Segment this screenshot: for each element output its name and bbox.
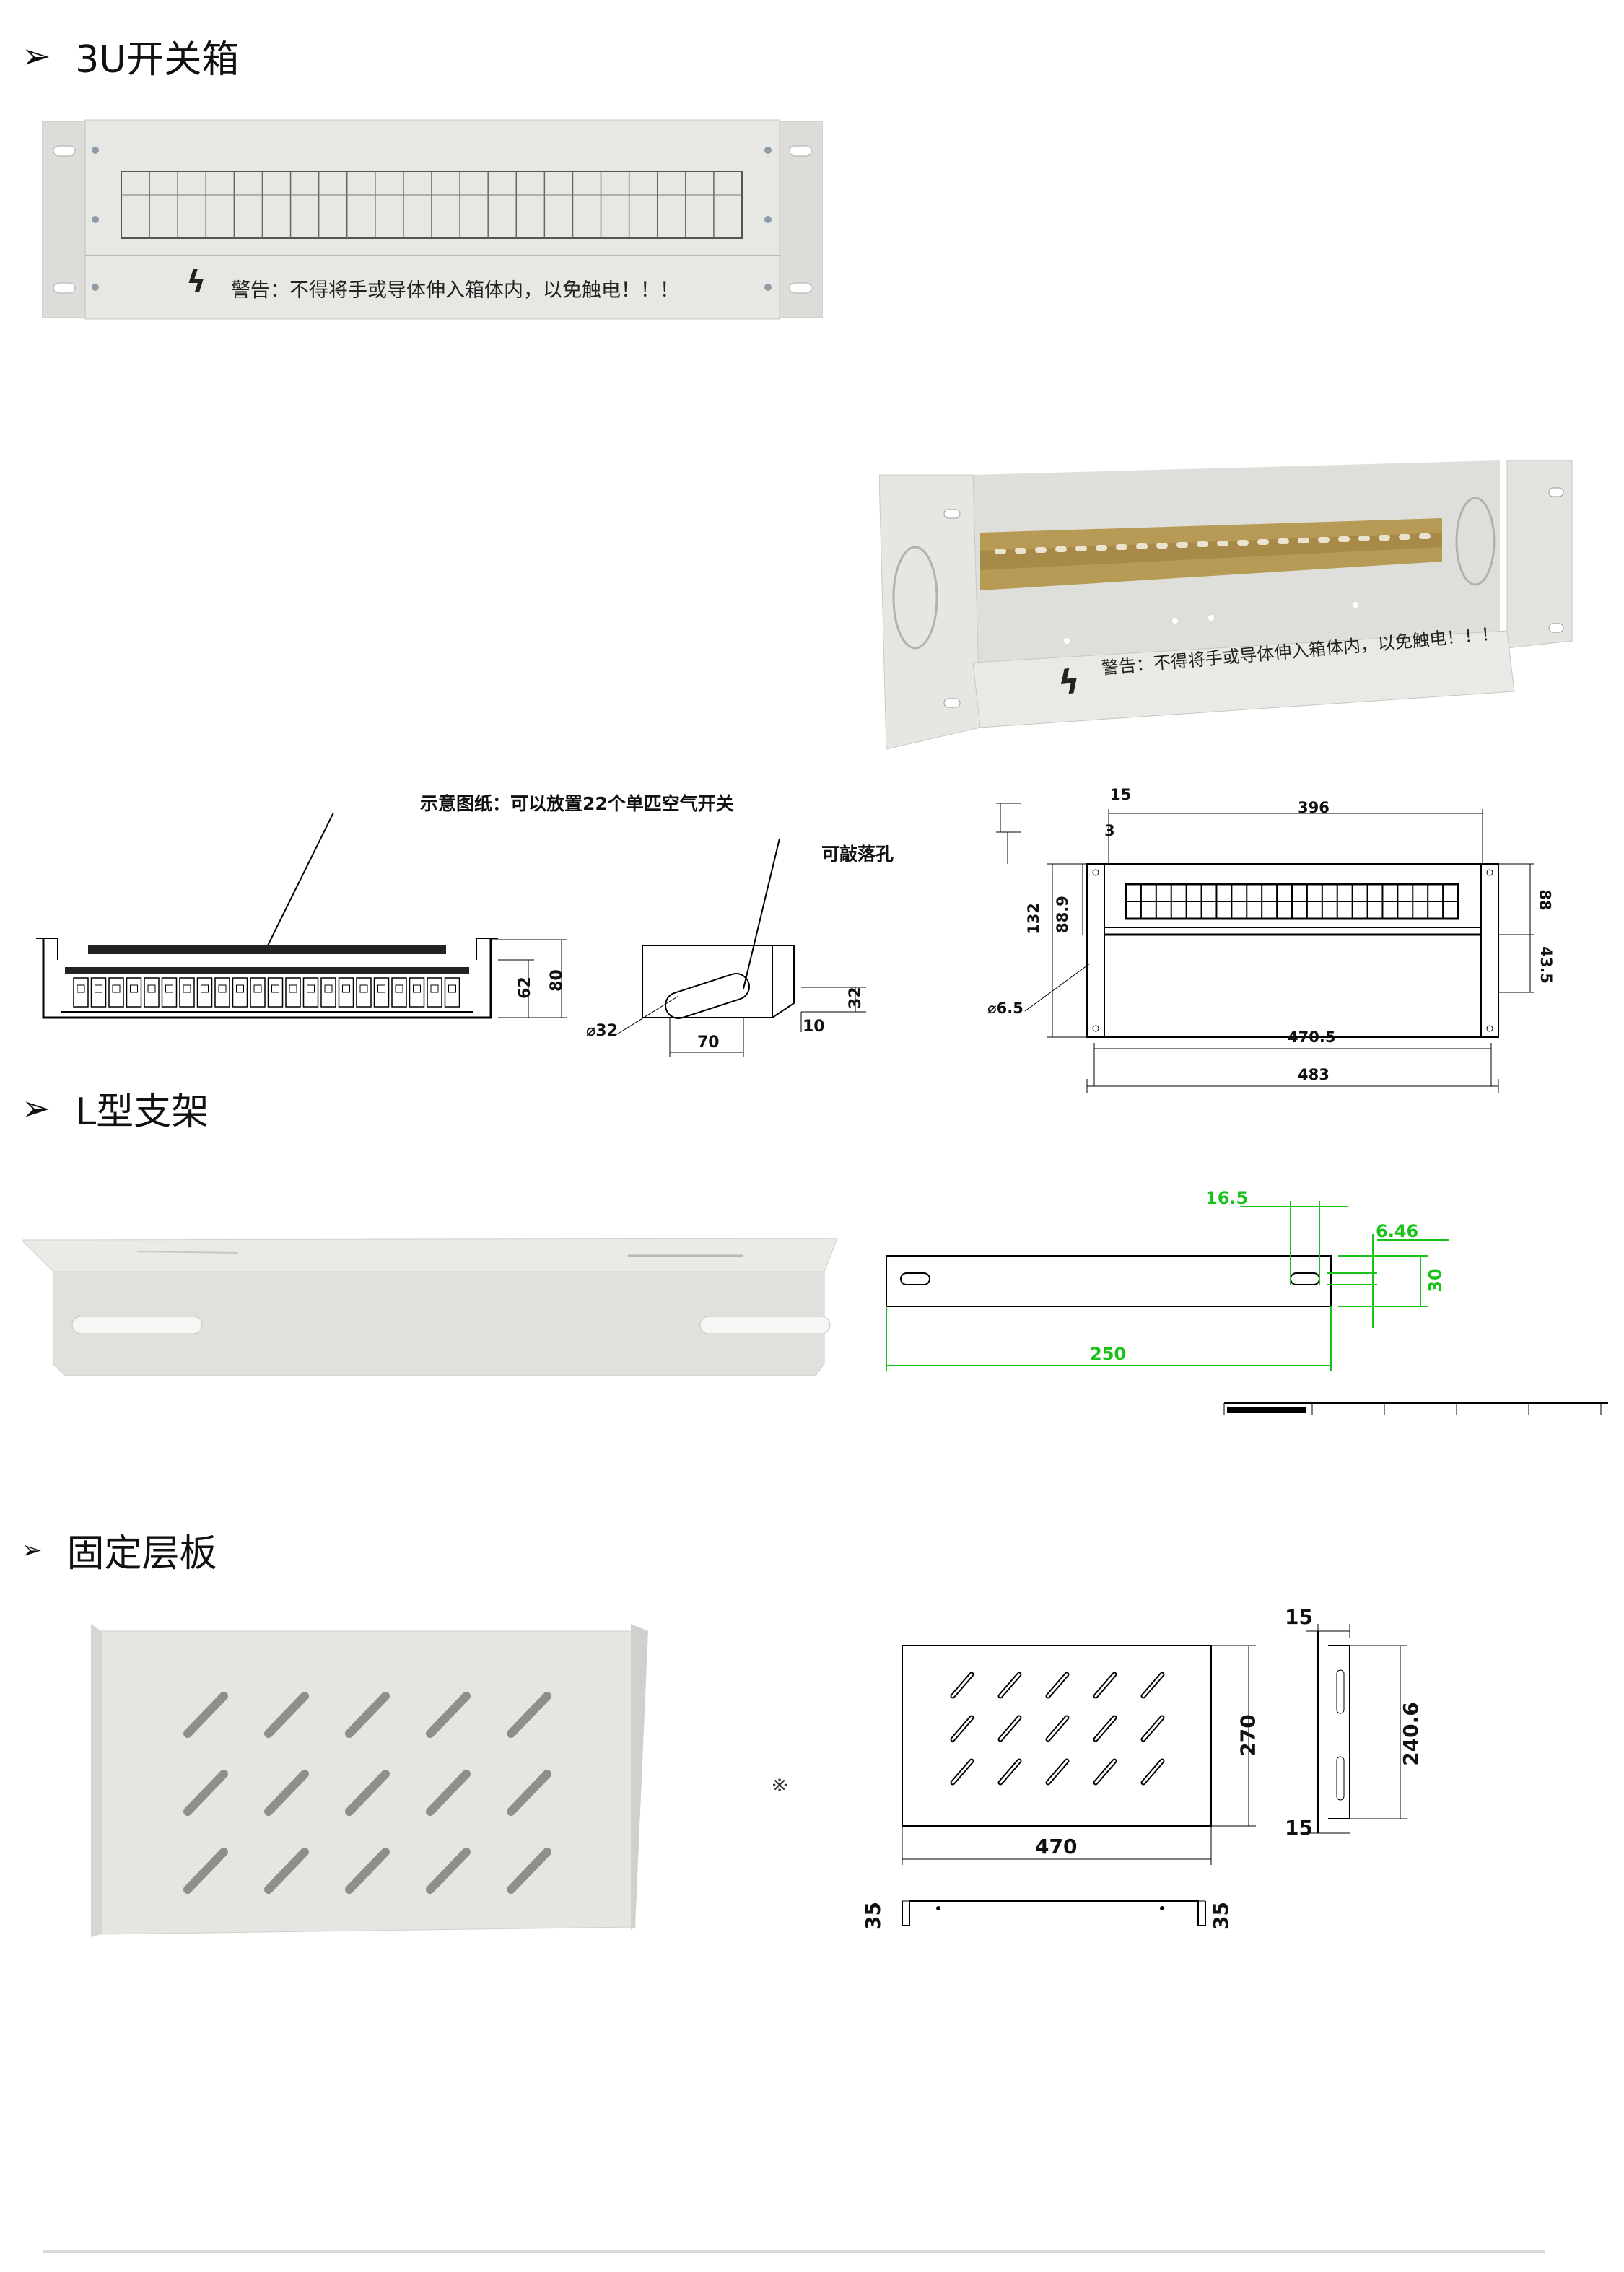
dim-label: 15 xyxy=(1110,786,1132,803)
dim-label: 3 xyxy=(1104,822,1115,839)
dim-label: 62 xyxy=(515,976,534,999)
dim-label: 132 xyxy=(1024,903,1042,935)
switchbox-front-photo: ϟ 警告：不得将手或导体伸入箱体内，以免触电！！！ xyxy=(41,114,824,325)
arrow-bullet-icon: ➢ xyxy=(22,1088,51,1129)
section-heading-switchbox: ➢ 3U开关箱 xyxy=(22,29,239,83)
knockout-note: 可敲落孔 xyxy=(821,844,894,865)
dim-label: 10 xyxy=(803,1018,825,1036)
section-title: 3U开关箱 xyxy=(75,38,240,82)
switchbox-breaker-drawing: 示意图纸：可以放置22个单匹空气开关 可敲落孔 62 80 ⌀32 70 10 … xyxy=(29,779,895,1068)
dim-label: 483 xyxy=(1298,1066,1330,1083)
dim-label: 35 xyxy=(860,1902,885,1930)
dim-label: 15 xyxy=(1285,1605,1313,1629)
dim-label: 470 xyxy=(1035,1835,1078,1858)
shelf-profile-drawing: 35 35 xyxy=(859,1891,1249,1941)
lbracket-drawing: 16.5 6.46 30 250 xyxy=(879,1176,1615,1415)
dim-label: 88.9 xyxy=(1053,896,1071,933)
dim-label: ⌀32 xyxy=(586,1022,618,1040)
section-title: L型支架 xyxy=(75,1091,209,1134)
drawing-note: 示意图纸：可以放置22个单匹空气开关 xyxy=(420,793,734,814)
shelf-top-drawing: 270 470 xyxy=(895,1638,1260,1876)
lightning-icon: ϟ xyxy=(186,264,206,300)
dim-label: 470.5 xyxy=(1288,1028,1336,1046)
dim-label: 16.5 xyxy=(1205,1188,1249,1208)
dim-label: 32 xyxy=(846,987,865,1009)
lbracket-photo xyxy=(20,1234,844,1379)
dim-label: 396 xyxy=(1298,799,1330,816)
lightning-icon: ϟ xyxy=(1056,661,1083,703)
arrow-bullet-icon: ➢ xyxy=(22,1535,43,1565)
section-heading-lbracket: ➢ L型支架 xyxy=(22,1081,209,1135)
shelf-side-drawing: 15 240.6 15 xyxy=(1278,1602,1423,1848)
dim-label: 270 xyxy=(1236,1714,1260,1757)
dim-label: 80 xyxy=(547,969,566,992)
shelf-photo xyxy=(87,1624,650,1941)
side-mark: ※ xyxy=(767,1777,790,1793)
dim-label: 15 xyxy=(1285,1816,1313,1840)
dim-label: 35 xyxy=(1208,1902,1233,1930)
dim-label: ⌀6.5 xyxy=(987,1000,1023,1017)
section-title: 固定层板 xyxy=(66,1532,217,1576)
footer-divider xyxy=(43,2250,1545,2253)
dim-label: 88 xyxy=(1536,889,1554,911)
section-heading-shelf: ➢ 固定层板 xyxy=(22,1523,217,1577)
switchbox-perspective-photo: ϟ 警告：不得将手或导体伸入箱体内，以免触电！！！ xyxy=(878,453,1576,756)
dim-label: 70 xyxy=(697,1034,720,1052)
arrow-bullet-icon: ➢ xyxy=(22,35,51,77)
switchbox-front-drawing: 15 3 396 132 88.9 88 43.5 ⌀6.5 470.5 483 xyxy=(982,783,1581,1093)
dim-label: 30 xyxy=(1425,1268,1446,1293)
front-warning-text: 警告：不得将手或导体伸入箱体内，以免触电！！！ xyxy=(231,279,679,301)
dim-label: 250 xyxy=(1090,1344,1127,1364)
dim-label: 240.6 xyxy=(1398,1702,1423,1766)
dim-label: 43.5 xyxy=(1537,946,1555,984)
dim-label: 6.46 xyxy=(1376,1221,1419,1241)
